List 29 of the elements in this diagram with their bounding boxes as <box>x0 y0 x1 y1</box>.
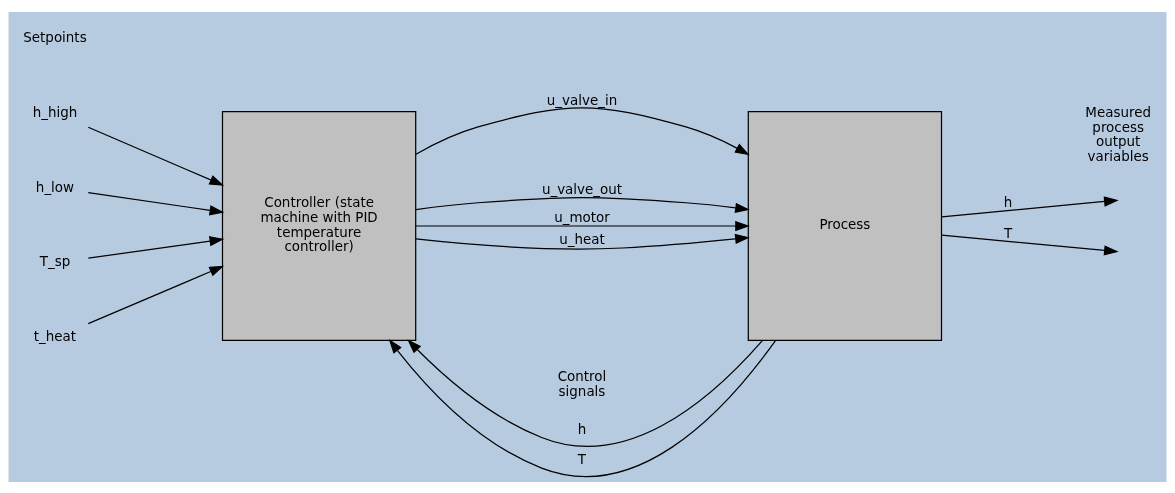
label: Control signals <box>557 368 607 399</box>
edge-label: u_heat <box>559 231 605 247</box>
node-box: Process <box>747 110 943 341</box>
arrow <box>87 265 225 324</box>
edge-label: h <box>1003 194 1013 210</box>
edge-label: T <box>577 451 587 467</box>
arrow <box>87 235 225 259</box>
node-box: Controller (state machine with PID temperature controller) <box>221 110 417 341</box>
arrow <box>415 233 750 250</box>
edge-label: u_valve_out <box>541 181 623 197</box>
label: Setpoints <box>23 29 87 45</box>
edge-label: u_motor <box>554 209 610 225</box>
edge-label: h <box>577 421 587 437</box>
arrow <box>87 191 225 215</box>
node-text: h_low <box>35 179 75 194</box>
arrow <box>407 338 764 447</box>
arrow <box>87 126 225 186</box>
arrow <box>388 338 777 477</box>
arrow <box>415 106 750 155</box>
edge-label: T <box>1004 225 1013 241</box>
node-text: t_heat <box>33 328 77 344</box>
node-text: h_high <box>32 104 78 120</box>
arrow <box>941 195 1119 218</box>
arrow <box>941 233 1119 256</box>
arrow <box>415 220 750 231</box>
arrow <box>415 196 750 213</box>
node-text: T_sp <box>39 253 71 269</box>
label: Measured process output variables <box>1085 104 1152 164</box>
edge-label: u_valve_in <box>546 92 618 108</box>
